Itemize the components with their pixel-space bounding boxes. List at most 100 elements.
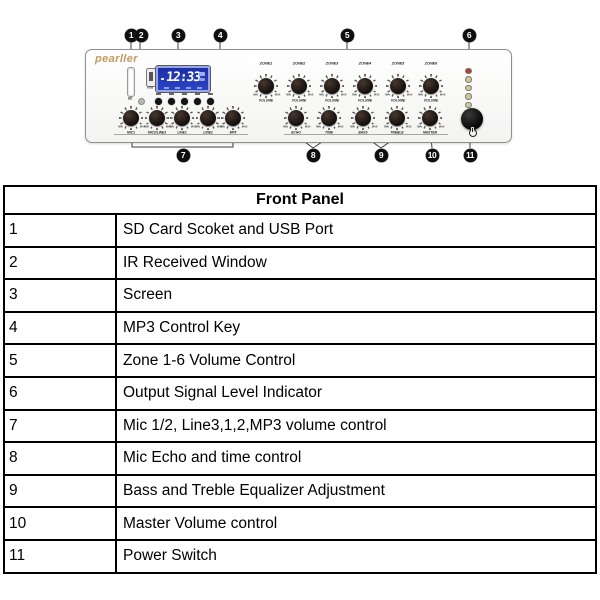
knob-max-label: MAX bbox=[337, 125, 344, 128]
knob-max-label: MAX bbox=[307, 93, 314, 96]
knob-max-label: MAX bbox=[406, 93, 413, 96]
knob-bottom-label: VOLUME bbox=[324, 99, 340, 103]
knob-cap bbox=[357, 78, 373, 94]
knob-bottom-label: MASTER bbox=[423, 131, 437, 135]
lcd-status-icon bbox=[199, 78, 205, 81]
callout-2: 2 bbox=[134, 28, 148, 42]
knob-bottom-label: LINE1 bbox=[177, 131, 187, 135]
knob-max-label: MAX bbox=[439, 93, 446, 96]
knob-max-label: MAX bbox=[165, 125, 171, 128]
knob-cap bbox=[291, 78, 307, 94]
knob-top-label: ZONE4 bbox=[358, 62, 372, 66]
treble-knob: MIN MAX bbox=[384, 106, 412, 130]
knob-min-label: MIN bbox=[316, 125, 321, 128]
callout-11: 11 bbox=[463, 148, 477, 162]
knob-min-label: MIN bbox=[385, 93, 390, 96]
label-separator-line bbox=[114, 134, 248, 135]
level-led bbox=[465, 84, 472, 91]
callout-7: 7 bbox=[176, 148, 190, 162]
callout-10: 10 bbox=[425, 148, 439, 162]
row-description-cell: Mic 1/2, Line3,1,2,MP3 volume control bbox=[123, 416, 387, 434]
knob-top-label: ZONE1 bbox=[259, 62, 273, 66]
sd-slot-label: SD bbox=[127, 97, 133, 101]
knob-cap bbox=[225, 110, 241, 126]
mp3-key-glyph bbox=[194, 93, 200, 95]
knob-min-label: MIN bbox=[194, 125, 200, 128]
knob-cap bbox=[258, 78, 274, 94]
knob-bottom-label: MP3 bbox=[229, 131, 237, 135]
power-icon bbox=[468, 127, 477, 137]
row-number-cell: 6 bbox=[5, 377, 117, 409]
knob-top-label: ZONE3 bbox=[325, 62, 339, 66]
knob-bottom-label: VOLUME bbox=[291, 99, 307, 103]
knob-cap bbox=[324, 78, 340, 94]
ir-receiver-window bbox=[138, 98, 145, 105]
table-row: 6 Output Signal Level Indicator bbox=[5, 377, 595, 411]
row-description-cell: Master Volume control bbox=[123, 514, 278, 532]
knob-max-label: MAX bbox=[405, 125, 412, 128]
knob-bottom-label: MIC2/LINE3 bbox=[147, 131, 166, 135]
row-number-cell: 9 bbox=[5, 475, 117, 507]
callout-4: 4 bbox=[213, 28, 227, 42]
mp3-key-glyph bbox=[181, 93, 187, 95]
table-title: Front Panel bbox=[5, 187, 595, 215]
row-description-cell: Power Switch bbox=[123, 547, 217, 565]
level-led bbox=[465, 101, 472, 108]
knob-max-label: MAX bbox=[371, 125, 378, 128]
zone6-volume-knob: MIN MAX bbox=[418, 74, 446, 98]
callout-1: 1 bbox=[124, 28, 138, 42]
label-separator-line bbox=[284, 134, 448, 135]
mp3-key-button bbox=[193, 97, 201, 105]
knob-min-label: MIN bbox=[384, 125, 389, 128]
knob-bottom-label: BASS bbox=[358, 131, 368, 135]
zone4-volume-knob: MIN MAX bbox=[352, 74, 380, 98]
row-description-cell: Bass and Treble Equalizer Adjustment bbox=[123, 482, 385, 500]
knob-max-label: MAX bbox=[373, 93, 380, 96]
knob-cap bbox=[390, 78, 406, 94]
knob-min-label: MIN bbox=[418, 93, 423, 96]
knob-top-label: ZONE2 bbox=[292, 62, 306, 66]
knob-bottom-label: TIME bbox=[325, 131, 333, 135]
callout-8: 8 bbox=[306, 148, 320, 162]
knob-top-label: ZONE6 bbox=[424, 62, 438, 66]
mp3-key-button bbox=[206, 97, 214, 105]
knob-min-label: MIN bbox=[319, 93, 324, 96]
knob-max-label: MAX bbox=[190, 125, 197, 128]
level-led bbox=[465, 67, 472, 74]
knob-max-label: MAX bbox=[340, 93, 347, 96]
row-description-cell: Screen bbox=[123, 286, 173, 304]
row-number-cell: 10 bbox=[5, 508, 117, 539]
knob-bottom-label: TREBLE bbox=[390, 131, 404, 135]
table-row: 2 IR Received Window bbox=[5, 247, 595, 281]
knob-min-label: MIN bbox=[253, 93, 258, 96]
knob-min-label: MIN bbox=[143, 125, 149, 128]
row-number-cell: 2 bbox=[5, 247, 117, 279]
row-description-cell: IR Received Window bbox=[123, 253, 267, 271]
lcd-segment bbox=[161, 78, 164, 80]
row-number-cell: 4 bbox=[5, 312, 117, 344]
table-row: 7 Mic 1/2, Line3,1,2,MP3 volume control bbox=[5, 410, 595, 444]
level-led bbox=[465, 93, 472, 100]
knob-min-label: MIN bbox=[352, 93, 357, 96]
row-description-cell: Output Signal Level Indicator bbox=[123, 384, 323, 402]
knob-cap bbox=[321, 110, 337, 126]
row-description-cell: Zone 1-6 Volume Control bbox=[123, 351, 296, 369]
sd-card-slot bbox=[127, 67, 135, 97]
row-number-cell: 7 bbox=[5, 410, 117, 442]
power-button bbox=[461, 108, 483, 130]
knob-bottom-label: VOLUME bbox=[423, 99, 439, 103]
mp3-key-button bbox=[154, 97, 162, 105]
row-number-cell: 1 bbox=[5, 215, 117, 246]
knob-max-label: MAX bbox=[438, 125, 445, 128]
